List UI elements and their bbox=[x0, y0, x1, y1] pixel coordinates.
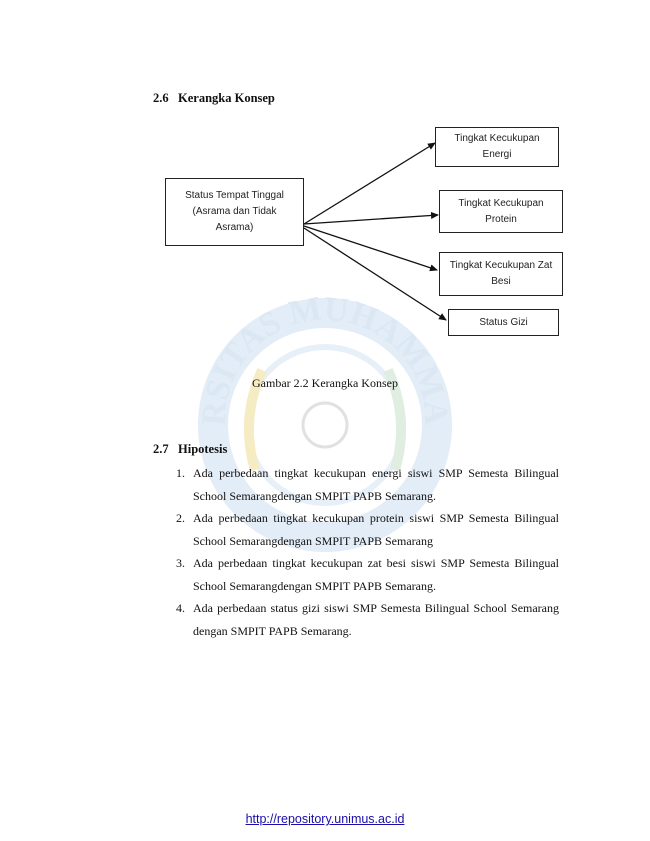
section-number: 2.6 bbox=[153, 91, 169, 105]
list-item: 4. Ada perbedaan status gizi siswi SMP S… bbox=[176, 597, 559, 642]
figure-caption: Gambar 2.2 Kerangka Konsep bbox=[252, 376, 398, 390]
list-item: 2. Ada perbedaan tingkat kecukupan prote… bbox=[176, 507, 559, 552]
list-number: 1. bbox=[176, 466, 185, 480]
arrow-to-zat-besi bbox=[303, 225, 438, 272]
footer: http://repository.unimus.ac.id bbox=[0, 810, 650, 828]
diagram-box-energi: Tingkat Kecukupan Energi bbox=[435, 127, 559, 167]
arrow-to-status-gizi bbox=[303, 227, 447, 321]
section-number: 2.7 bbox=[153, 442, 169, 456]
diagram-box-zat-besi: Tingkat Kecukupan Zat Besi bbox=[439, 252, 563, 296]
arrow-to-protein bbox=[303, 211, 439, 225]
section-title: Kerangka Konsep bbox=[178, 91, 275, 105]
list-text: Ada perbedaan tingkat kecukupan energi s… bbox=[193, 466, 559, 503]
list-number: 2. bbox=[176, 511, 185, 525]
diagram-box-source: Status Tempat Tinggal (Asrama dan Tidak … bbox=[165, 178, 304, 246]
list-item: 1. Ada perbedaan tingkat kecukupan energ… bbox=[176, 462, 559, 507]
list-text: Ada perbedaan tingkat kecukupan protein … bbox=[193, 511, 559, 548]
list-text: Ada perbedaan status gizi siswi SMP Seme… bbox=[193, 601, 559, 638]
diagram-box-status-gizi: Status Gizi bbox=[448, 309, 559, 336]
hypothesis-list: 1. Ada perbedaan tingkat kecukupan energ… bbox=[176, 462, 559, 642]
list-number: 3. bbox=[176, 556, 185, 570]
list-text: Ada perbedaan tingkat kecukupan zat besi… bbox=[193, 556, 559, 593]
list-item: 3. Ada perbedaan tingkat kecukupan zat b… bbox=[176, 552, 559, 597]
arrow-to-energi bbox=[303, 142, 436, 225]
list-number: 4. bbox=[176, 601, 185, 615]
section-heading-hipotesis: 2.7 Hipotesis bbox=[153, 442, 227, 457]
repository-link[interactable]: http://repository.unimus.ac.id bbox=[245, 812, 405, 826]
section-heading-kerangka-konsep: 2.6 Kerangka Konsep bbox=[153, 91, 275, 106]
diagram-box-protein: Tingkat Kecukupan Protein bbox=[439, 190, 563, 233]
section-title: Hipotesis bbox=[178, 442, 228, 456]
